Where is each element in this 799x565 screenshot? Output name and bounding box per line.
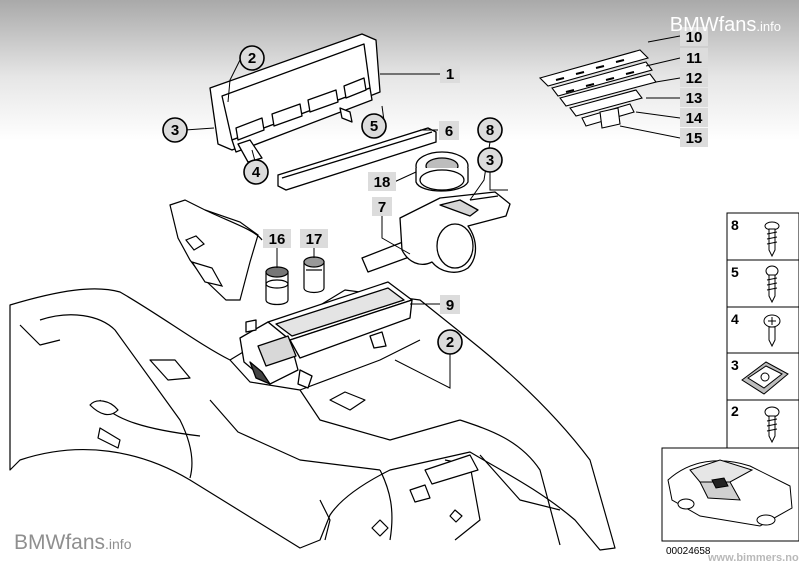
part-6-trim-strip [277,127,437,191]
legend-row-2: 2 [731,403,780,444]
callout-16: 16 [263,229,291,248]
svg-text:2: 2 [446,334,454,351]
car-icon [667,459,793,527]
callout-11: 11 [680,48,708,67]
callout-4: 4 [243,159,269,185]
svg-text:5: 5 [370,118,378,135]
callout-2-lower: 2 [437,329,463,355]
legend-row-8: 8 [731,217,780,258]
svg-text:8: 8 [731,217,739,233]
callout-17: 17 [300,229,328,248]
screw-icon [764,406,780,444]
svg-text:16: 16 [269,231,286,248]
screw-icon [763,314,781,348]
part-7-cup-holder [361,191,511,273]
center-console-body [9,288,616,551]
svg-text:7: 7 [378,199,386,216]
part-17-plug [303,256,325,294]
svg-text:2: 2 [248,50,256,67]
callout-7: 7 [372,197,392,216]
svg-text:6: 6 [445,123,453,140]
legend-row-3: 3 [731,357,789,395]
callout-8: 8 [477,117,503,143]
svg-text:1: 1 [446,66,454,83]
svg-text:18: 18 [374,174,391,191]
callout-9: 9 [440,295,460,314]
callout-10: 10 [680,27,708,46]
svg-text:9: 9 [446,297,454,314]
background-gradient [0,0,799,140]
clip-nut-icon [741,361,789,395]
watermark-bottom: BMWfans.info [14,531,132,554]
part-1-trim-frame [209,33,381,163]
vehicle-locator-thumbnail [661,447,799,542]
watermark-corner: www.bimmers.no [708,552,799,564]
svg-text:13: 13 [686,90,703,107]
legend-row-5: 5 [731,264,779,304]
callout-6: 6 [439,121,459,140]
part-16-plug [265,266,289,306]
callout-5: 5 [361,113,387,139]
callout-3-right: 3 [477,147,503,173]
watermark-top: BMWfans.info [669,14,781,36]
part-9-storage-tray [239,281,413,389]
svg-text:10: 10 [686,29,703,46]
callout-18: 18 [368,172,396,191]
svg-text:15: 15 [686,130,703,147]
svg-text:17: 17 [306,231,323,248]
callout-12: 12 [680,68,708,87]
screw-icon [765,265,779,304]
callout-2-top: 2 [239,45,265,71]
callout-1: 1 [440,64,460,83]
part-18-cup-ring [415,151,469,192]
screw-icon [764,221,780,258]
svg-text:2: 2 [731,403,739,419]
svg-text:4: 4 [252,164,261,181]
callout-14: 14 [680,108,708,127]
svg-text:3: 3 [171,122,179,139]
svg-text:5: 5 [731,264,739,280]
callout-13: 13 [680,88,708,107]
svg-text:12: 12 [686,70,703,87]
callout-15: 15 [680,128,708,147]
svg-text:14: 14 [686,110,703,127]
legend-row-4: 4 [731,311,781,348]
rear-trim-panel [169,199,263,301]
svg-text:4: 4 [731,311,739,327]
fastener-legend: 8 5 4 3 [726,212,799,449]
callout-3-left: 3 [162,117,188,143]
svg-text:11: 11 [686,50,702,67]
svg-text:8: 8 [486,122,494,139]
svg-text:3: 3 [486,152,494,169]
svg-text:3: 3 [731,357,739,373]
diagram-code: 00024658 [666,546,711,557]
